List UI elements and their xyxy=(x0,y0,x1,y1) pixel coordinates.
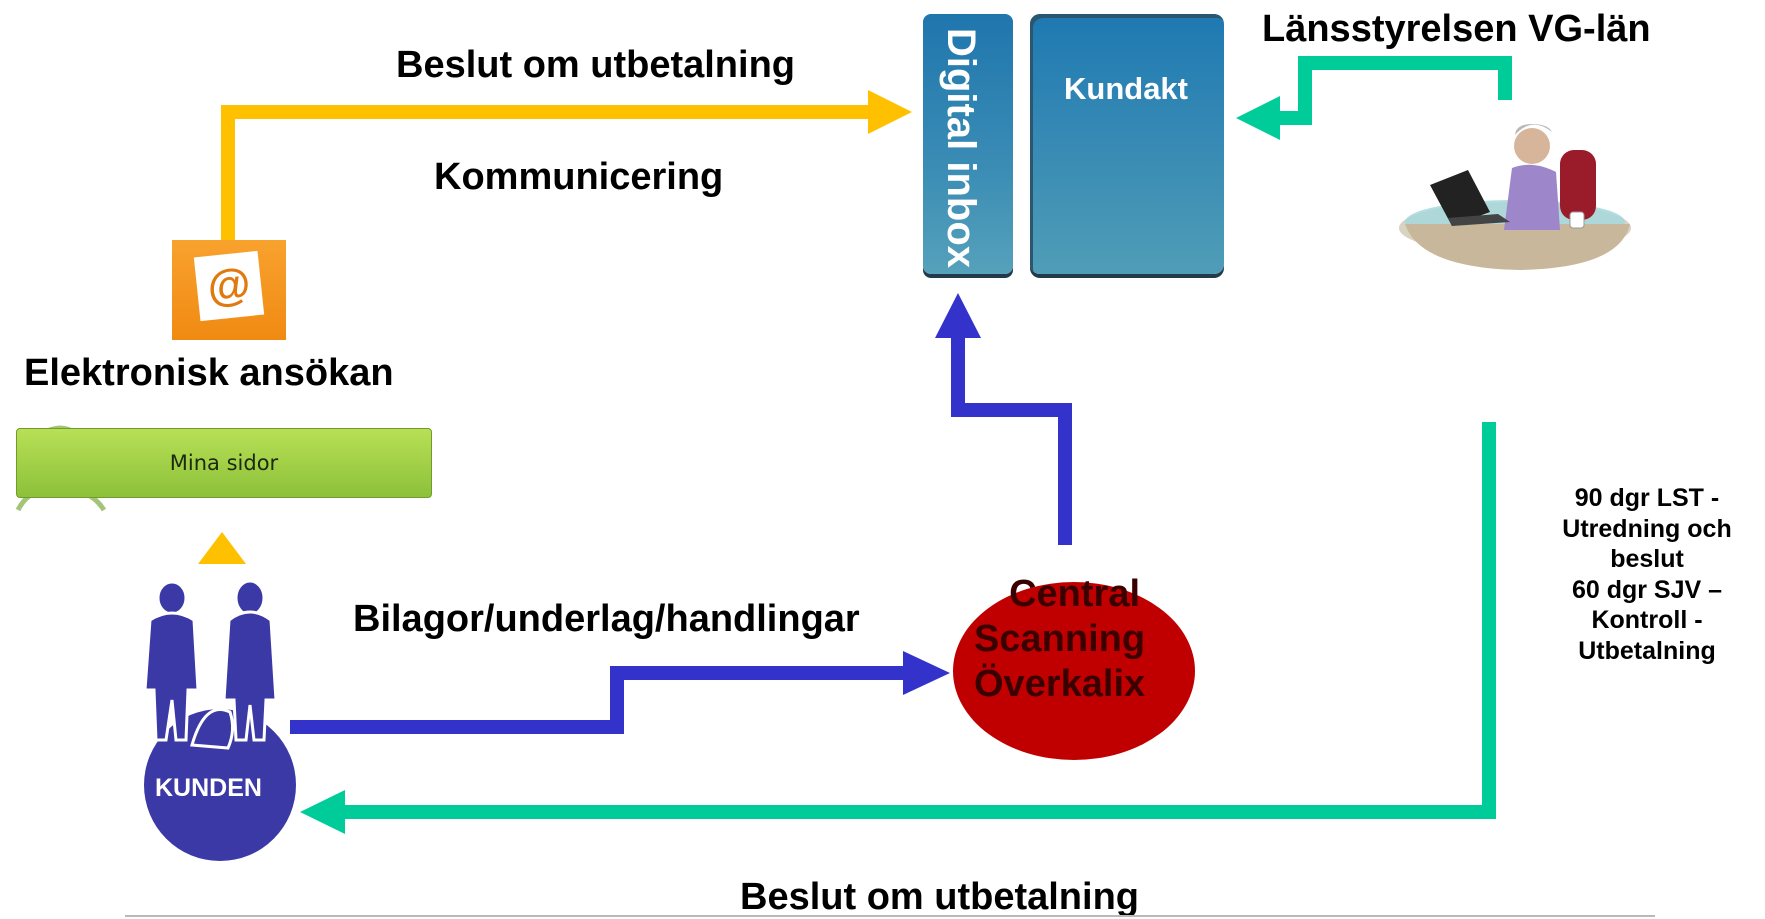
kommunicering-label: Kommunicering xyxy=(434,156,724,198)
beslut-top-label: Beslut om utbetalning xyxy=(396,44,795,86)
digital-inbox-node: Digital inbox xyxy=(923,14,1013,274)
note-line: Utredning och xyxy=(1562,514,1732,543)
blue-arrow-up xyxy=(935,293,1072,545)
central-line-3: Överkalix xyxy=(974,662,1146,705)
central-line-2: Scanning xyxy=(974,617,1146,660)
note-line: 60 dgr SJV – xyxy=(1571,575,1723,604)
green-arrow-top xyxy=(1236,56,1512,140)
processing-time-note: 90 dgr LST - Utredning och beslut 60 dgr… xyxy=(1532,483,1762,666)
central-scanning-node xyxy=(953,582,1195,760)
beslut-bottom-label: Beslut om utbetalning xyxy=(740,876,1139,918)
lansstyrelsen-label: Länsstyrelsen VG-län xyxy=(1262,8,1651,50)
at-symbol: @ xyxy=(193,250,265,322)
kunden-node xyxy=(144,709,296,861)
computer-worker-icon xyxy=(1399,124,1631,270)
people-icon xyxy=(143,579,278,750)
yellow-arrow xyxy=(221,90,912,240)
note-line: Kontroll - xyxy=(1591,606,1703,634)
note-line: 90 dgr LST - xyxy=(1574,484,1720,512)
note-line: Utbetalning xyxy=(1578,636,1716,665)
blue-arrow-right xyxy=(290,651,950,734)
kundakt-node xyxy=(1030,14,1224,274)
central-line-1: Central xyxy=(1009,573,1141,615)
digital-inbox-label: Digital inbox xyxy=(939,28,983,268)
bilagor-label: Bilagor/underlag/handlingar xyxy=(353,598,860,640)
kundakt-label: Kundakt xyxy=(1064,71,1188,106)
kunden-label: KUNDEN xyxy=(155,774,262,802)
mina-sidor-button[interactable]: Mina sidor xyxy=(16,428,432,498)
central-scanning-label: Central Scanning Överkalix xyxy=(974,572,1145,706)
bottom-divider xyxy=(125,915,1655,917)
elektronisk-ansokan-label: Elektronisk ansökan xyxy=(24,352,394,394)
up-triangle-icon xyxy=(198,532,246,564)
at-sign-icon: @ xyxy=(172,240,286,340)
note-line: beslut xyxy=(1610,545,1684,573)
green-arrow-bottom xyxy=(300,422,1496,834)
mina-sidor-label: Mina sidor xyxy=(169,451,279,475)
